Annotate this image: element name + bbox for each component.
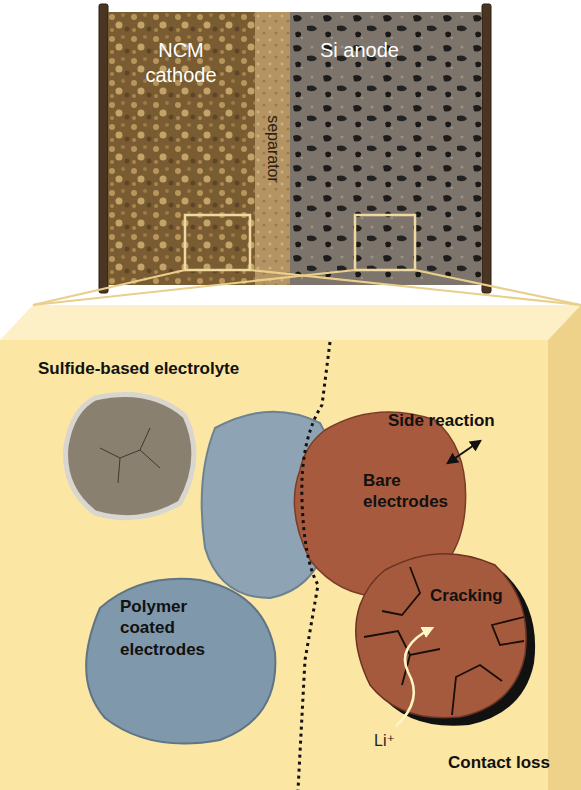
drawing-polygon [548, 305, 581, 790]
drawing-path [452, 665, 502, 715]
drawing-path [402, 655, 410, 685]
contact-loss-label: Contact loss [448, 752, 550, 773]
drawing-rect [99, 4, 108, 293]
drawing-line [415, 270, 581, 305]
drawing-g [33, 270, 581, 305]
anode-panel: Si anode [290, 12, 482, 285]
polymer-coated-electrode: Polymer coated electrodes [70, 568, 280, 748]
drawing-rect [108, 12, 255, 285]
node-text: Si anode [320, 38, 470, 63]
drawing-g [364, 567, 524, 715]
drawing-rect [185, 215, 250, 270]
node-text: Sulfide-based electrolyte [38, 358, 338, 379]
drawing-path [86, 579, 275, 744]
drawing-path [298, 342, 330, 790]
drawing-path [66, 395, 194, 518]
drawing-path [356, 554, 526, 718]
drawing-path [364, 631, 440, 655]
lithium-ion-label: Li⁺ [374, 731, 395, 751]
drawing-polygon [0, 305, 581, 340]
drawing-rect [482, 4, 491, 293]
node-text: separator [263, 115, 283, 183]
side-reaction-label: Side reaction [388, 410, 495, 431]
drawing-path [100, 428, 160, 483]
separator-band: separator [255, 12, 290, 285]
drawing-path [396, 628, 432, 726]
drawing-rect [0, 340, 548, 790]
drawing-line [33, 270, 355, 305]
cracked-electrode: Cracking [350, 545, 530, 720]
node-text: Bare electrodes [363, 470, 459, 513]
drawing-rect [255, 12, 290, 285]
drawing-path [382, 567, 420, 615]
drawing-path [492, 617, 524, 645]
node-text: NCM cathode [126, 38, 236, 88]
cracked-particle [350, 545, 530, 720]
node-text: Polymer coated electrodes [120, 596, 228, 660]
electrolyte-region: Polymer coated electrodes Bare electrode… [0, 298, 581, 790]
drawing-rect [355, 215, 415, 270]
drawing-line [33, 270, 185, 305]
node-text: Cracking [430, 585, 518, 606]
cathode-panel: NCM cathode [108, 12, 255, 285]
drawing-rect [290, 12, 482, 285]
drawing-line [250, 270, 581, 305]
drawing-line [448, 441, 480, 463]
